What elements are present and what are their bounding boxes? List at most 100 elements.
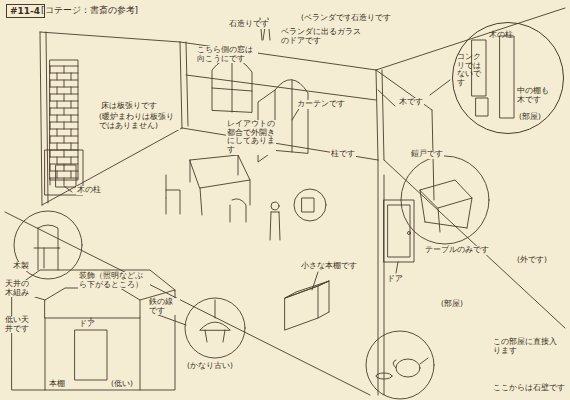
annotation: (部屋) xyxy=(440,300,464,309)
teapot-circle xyxy=(366,331,434,399)
sketch-stroke xyxy=(318,312,329,318)
sketch-stroke xyxy=(50,115,78,116)
sketch-stroke xyxy=(376,373,392,379)
sketch-stroke xyxy=(232,60,233,112)
sketch-stroke xyxy=(64,66,65,73)
sketch-stroke xyxy=(312,272,318,290)
window xyxy=(212,58,252,112)
sketch-stroke xyxy=(384,160,565,328)
sketch-stroke xyxy=(275,80,308,153)
annotation: 柱です xyxy=(330,150,356,159)
sketch-stroke xyxy=(270,212,280,240)
sketch-stroke xyxy=(71,157,72,164)
node-text: 木の柱 xyxy=(489,31,529,40)
annotation: 木です xyxy=(398,98,424,107)
sketch-stroke xyxy=(71,101,72,108)
sketch-stroke xyxy=(64,164,65,171)
sketch-stroke xyxy=(50,66,51,73)
sketch-stroke xyxy=(378,90,395,106)
annotation: 床は板張りです xyxy=(100,102,158,111)
sketch-stroke xyxy=(57,101,58,108)
sketch-stroke xyxy=(64,150,65,157)
sketch-stroke xyxy=(212,58,252,112)
annotation: この部屋に直接入ります xyxy=(492,338,564,355)
sketch-stroke xyxy=(57,171,58,178)
sketch-stroke xyxy=(140,318,141,390)
sketch-stroke xyxy=(285,281,329,298)
sketch-stroke xyxy=(71,115,72,122)
sketch-stroke xyxy=(200,322,230,330)
sketch-stroke xyxy=(42,128,182,205)
annotation: 天井の木組み xyxy=(4,280,36,297)
leader-lines xyxy=(64,27,450,325)
annotation: カーテンです xyxy=(296,100,346,109)
node-text: コンクリではないです xyxy=(457,53,485,88)
sketch-stroke xyxy=(292,107,300,120)
table-and-chairs xyxy=(166,155,250,222)
sketch-stroke xyxy=(302,198,314,212)
sketch-stroke xyxy=(50,122,51,129)
annotation: 木製 xyxy=(12,262,30,271)
node-text: (部屋) xyxy=(519,113,559,122)
annotation: ここからは石壁です xyxy=(492,384,566,393)
sketch-stroke xyxy=(50,60,78,180)
figure xyxy=(270,202,280,240)
annotation: 鎧戸です xyxy=(410,150,444,159)
sketch-stroke xyxy=(57,87,58,94)
sketch-stroke xyxy=(64,136,65,143)
sketch-stroke xyxy=(75,330,107,380)
sketch-stroke xyxy=(215,300,216,318)
sketch-stroke xyxy=(476,98,488,116)
sketch-stroke xyxy=(180,42,182,128)
sketch-stroke xyxy=(50,171,78,172)
fireplace xyxy=(45,60,83,195)
annotation: 低い天井です xyxy=(4,316,36,333)
annotation: (低い) xyxy=(110,380,134,389)
sketch-stroke xyxy=(57,143,58,150)
sketch-stroke xyxy=(50,143,78,144)
sketch-stroke xyxy=(50,150,51,157)
sketch-stroke xyxy=(388,205,410,257)
sketch-stroke xyxy=(420,190,472,232)
sketch-stroke xyxy=(40,32,180,42)
sketch-stroke xyxy=(230,199,246,222)
sketch-stroke xyxy=(318,281,329,286)
sketch-stroke xyxy=(366,331,434,399)
annotation: (外です) xyxy=(516,256,548,265)
room-stool-circle xyxy=(294,189,326,221)
sketch-stroke xyxy=(50,80,51,87)
sketch-stroke xyxy=(186,42,188,126)
lamp-circle xyxy=(185,298,245,358)
annotation: レイアウトの都合で外開きにしてあります xyxy=(226,120,276,155)
sketch-stroke xyxy=(50,164,51,171)
sketch-stroke xyxy=(56,165,76,187)
sketch-stroke xyxy=(50,94,51,101)
sketch-stroke xyxy=(430,80,450,95)
annotation: (ベランダです) xyxy=(300,14,356,23)
sketch-stroke xyxy=(57,73,58,80)
sketch-stroke xyxy=(57,115,58,122)
sketch-stroke xyxy=(190,155,250,188)
sketch-stroke xyxy=(382,70,384,160)
sketch-stroke xyxy=(408,232,411,235)
sketch-stroke xyxy=(50,136,51,143)
annotation: テーブルのみです xyxy=(424,246,490,255)
sketch-stroke xyxy=(50,178,51,185)
sketch-stroke xyxy=(396,359,420,377)
sketch-stroke xyxy=(185,298,245,358)
annotation: 小さな本棚です xyxy=(300,262,358,271)
sketch-stroke xyxy=(57,157,58,164)
sketch-stroke xyxy=(50,129,78,130)
sketch-stroke xyxy=(393,358,428,368)
sketch-stroke xyxy=(64,108,65,115)
annotation: ドア xyxy=(386,275,404,284)
sketch-stroke xyxy=(180,42,376,70)
annotation: ドア xyxy=(78,320,96,329)
sketch-stroke xyxy=(329,281,330,312)
sketch-stroke xyxy=(182,128,378,160)
sketch-stroke xyxy=(57,129,58,136)
scene-number-box: #11-4 xyxy=(6,4,45,18)
sketch-stroke xyxy=(34,225,60,270)
